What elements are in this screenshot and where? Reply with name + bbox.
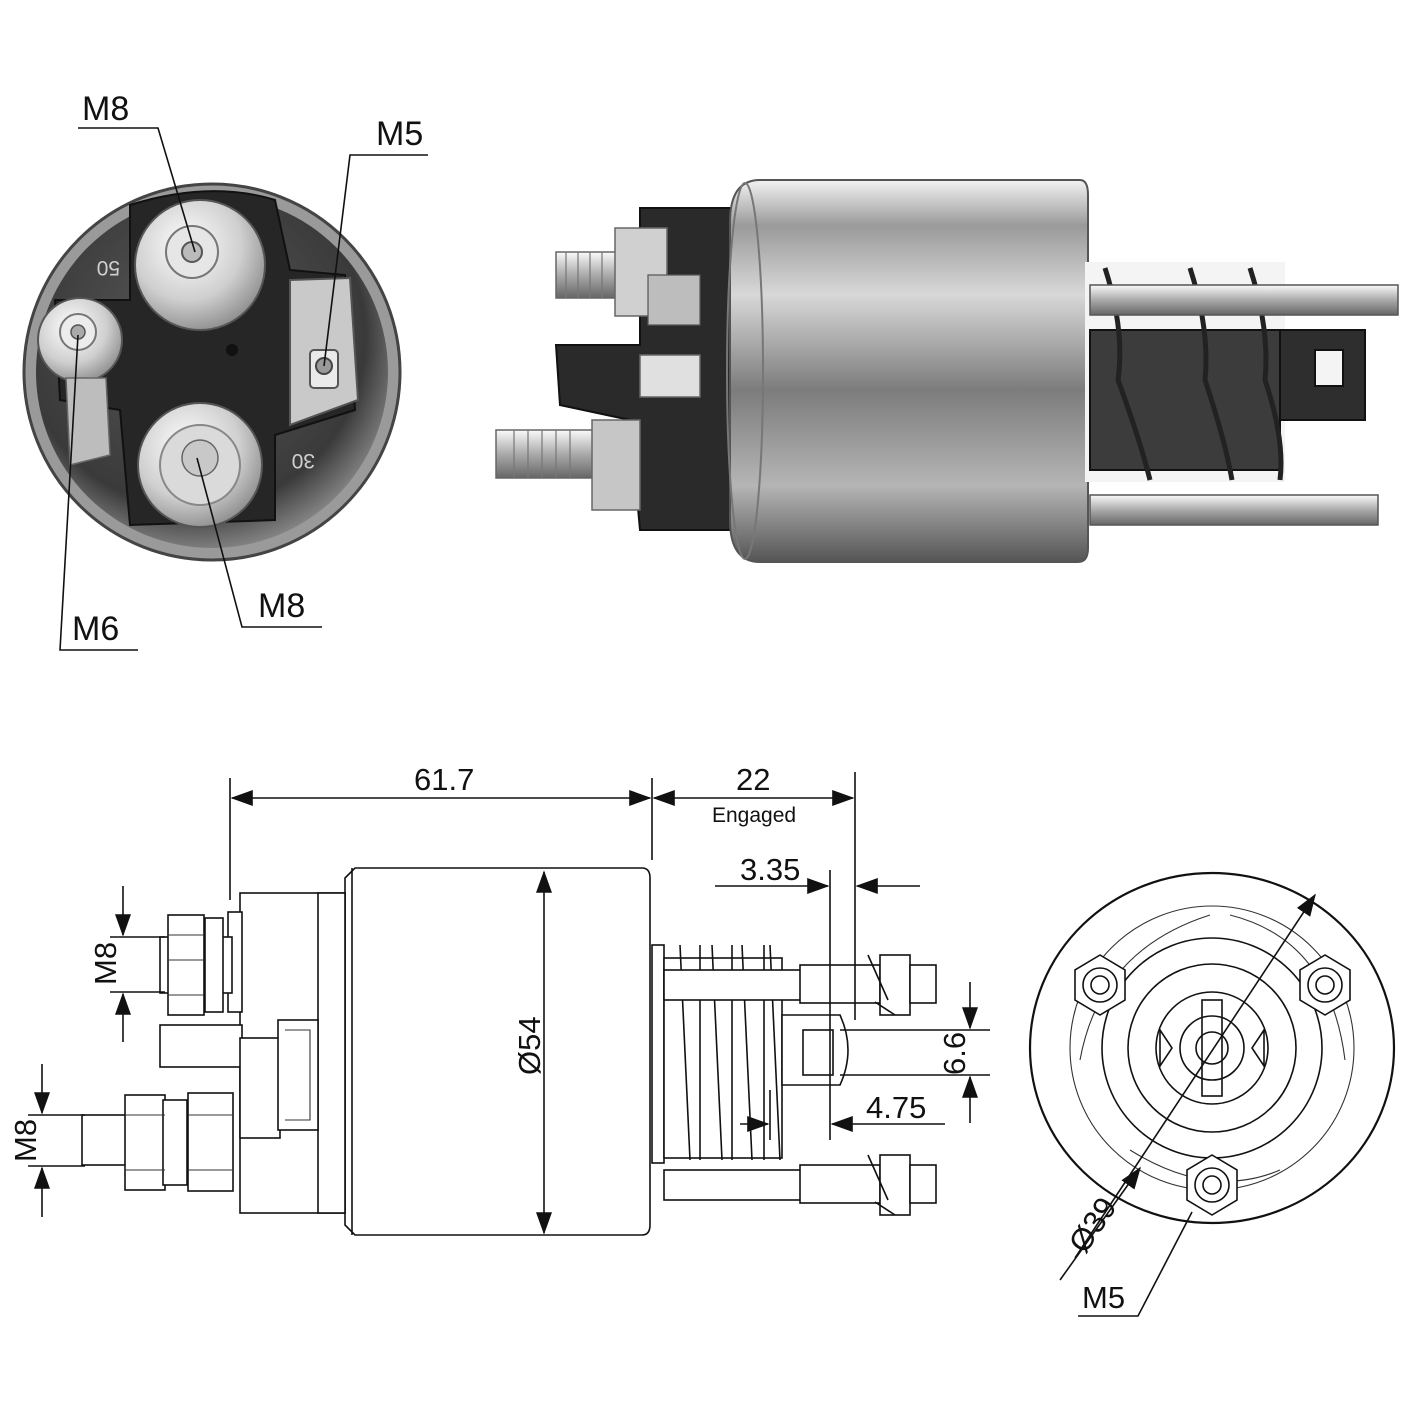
- label-m5: M5: [376, 115, 423, 153]
- drawing-end-view: Ø39 M5: [1028, 871, 1396, 1317]
- end-outline: [1028, 871, 1396, 1225]
- label-m8-upper: M8: [88, 942, 123, 985]
- label-top-m8: M8: [82, 90, 129, 128]
- label-bottom-m8: M8: [258, 587, 305, 625]
- dim-6-6: 6.6: [937, 1032, 972, 1075]
- drawing-side-view: 61.7 22 Engaged 3.35 6.6 4.75 Ø54 M8: [8, 762, 990, 1236]
- stamp-30: 30: [292, 449, 315, 472]
- leader-m6: [59, 334, 138, 651]
- dim-diameter: Ø54: [512, 1016, 547, 1075]
- label-end-m5: M5: [1082, 1280, 1125, 1315]
- terminal-30: [137, 402, 263, 528]
- leader-bottom-m8: [196, 457, 322, 628]
- photo-side-view: [495, 179, 1399, 563]
- photo-end-view: 50 30 M8 M5 M6 M8: [22, 90, 428, 651]
- dim-stroke-note: Engaged: [712, 804, 796, 827]
- can-outline: [344, 867, 651, 1236]
- leader-top-m8: [78, 127, 196, 253]
- leader-end-m5: [1078, 1211, 1193, 1317]
- stamp-50: 50: [97, 256, 120, 279]
- dim-3-35: 3.35: [740, 852, 800, 887]
- leader-m5: [323, 154, 428, 367]
- dim-stroke: 22: [736, 762, 770, 797]
- dim-4-75: 4.75: [866, 1090, 926, 1125]
- dim-bolt-circle: Ø39: [1062, 1191, 1124, 1259]
- terminal-m5: [289, 276, 360, 427]
- end-stud-left: [1074, 954, 1126, 1016]
- label-m6: M6: [72, 610, 119, 648]
- terminal-m6: [37, 297, 123, 466]
- end-stud-right: [1299, 954, 1351, 1016]
- label-m8-lower: M8: [8, 1119, 43, 1162]
- dim-length: 61.7: [414, 762, 474, 797]
- end-stud-bottom: [1186, 1154, 1238, 1216]
- terminal-50: [134, 199, 266, 331]
